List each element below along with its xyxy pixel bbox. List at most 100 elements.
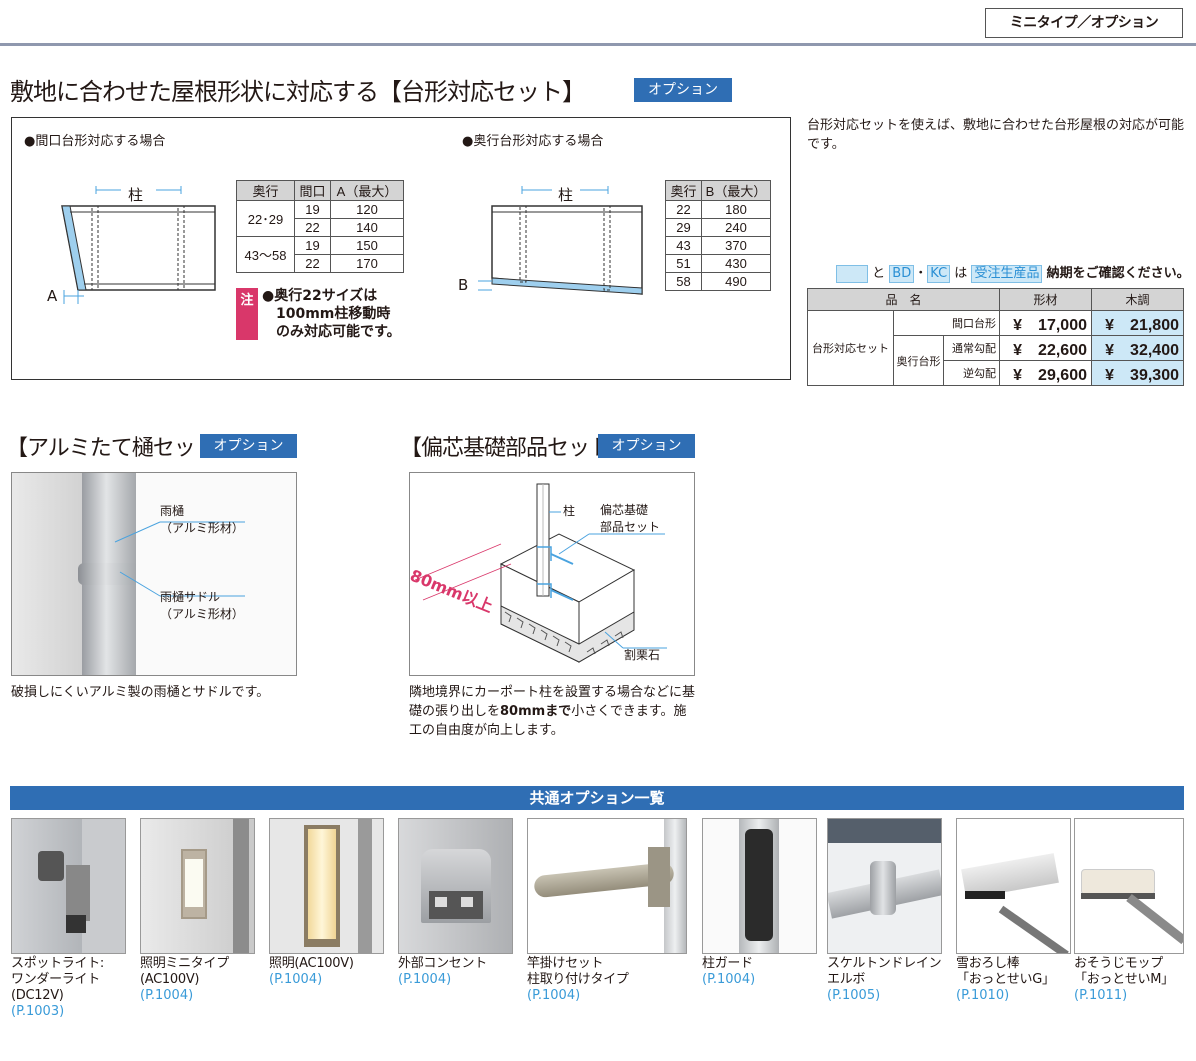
table-cell: 240 — [701, 218, 771, 237]
option-photo — [1074, 818, 1184, 954]
table-cell: 19 — [294, 236, 331, 255]
gutter-saddle-label: 雨樋サドル （アルミ形材） — [160, 590, 244, 621]
option-item: 照明(AC100V) (P.1004) — [269, 818, 384, 988]
table-cell: 51 — [665, 254, 702, 273]
gutter-leader-lines — [114, 521, 245, 597]
chip-kc: KC — [927, 265, 951, 283]
order-text: 納期をご確認ください。 — [1046, 266, 1190, 281]
table-cell: 22･29 — [236, 200, 295, 237]
option-photo — [827, 818, 942, 954]
option-photo — [398, 818, 513, 954]
option-item: 外部コンセント (P.1004) — [398, 818, 513, 988]
row-label: 逆勾配 — [943, 360, 1000, 386]
foundation-caption: 隣地境界にカーポート柱を設置する場合などに基礎の張り出しを80mmまで小さくでき… — [409, 683, 699, 740]
order-note: と BD・KC は 受注生産品 納期をご確認ください。 — [836, 262, 1190, 283]
price-wood: ¥ 39,300 — [1091, 360, 1184, 386]
option-name: 雪おろし棒 「おっとせいG」 — [956, 956, 1055, 987]
table-cell: 490 — [701, 272, 771, 291]
product-name: 台形対応セット — [807, 310, 894, 386]
option-page-ref[interactable]: (P.1005) — [827, 988, 881, 1003]
table-cell: 29 — [665, 218, 702, 237]
depth-heading: ●奥行台形対応する場合 — [462, 134, 604, 149]
option-item: スケルトンドレイン エルボ (P.1005) — [827, 818, 942, 1004]
option-page-ref[interactable]: (P.1010) — [956, 988, 1010, 1003]
table-cell: 58 — [665, 272, 702, 291]
caption-bold: 80mmまで — [500, 704, 572, 719]
price-standard: ¥ 22,600 — [999, 335, 1092, 361]
option-photo — [140, 818, 255, 954]
trapezoid-title: 敷地に合わせた屋根形状に対応する【台形対応セット】 — [10, 78, 586, 106]
table-cell: 150 — [330, 236, 404, 255]
table-cell: 22 — [294, 254, 331, 273]
option-item: スポットライト: ワンダーライト (DC12V) (P.1003) — [11, 818, 126, 1020]
trapezoid-diagram-frame — [11, 117, 791, 380]
gutter-caption: 破損しにくいアルミ製の雨樋とサドルです。 — [11, 685, 270, 700]
table-cell: 19 — [294, 200, 331, 219]
option-photo — [702, 818, 817, 954]
col-header: 間口 — [294, 180, 331, 201]
option-page-ref[interactable]: (P.1011) — [1074, 988, 1128, 1003]
depth-dim-label: B — [458, 276, 469, 294]
option-page-ref[interactable]: (P.1004) — [269, 972, 323, 987]
option-page-ref[interactable]: (P.1004) — [398, 972, 452, 987]
table-cell: 430 — [701, 254, 771, 273]
frontage-spec-table: 奥行 間口 A（最大） 22･29 19 120 22 140 43〜58 19… — [236, 180, 404, 273]
col-header: 品 名 — [807, 288, 1000, 311]
order-dot: ・ — [914, 266, 928, 281]
option-page-ref[interactable]: (P.1004) — [140, 988, 194, 1003]
foundation-diagram — [414, 483, 667, 663]
foundation-title: 【偏芯基礎部品セット】 — [400, 436, 632, 461]
depth-trapezoid-diagram — [478, 186, 643, 295]
option-name: スポットライト: ワンダーライト (DC12V) — [11, 956, 104, 1003]
option-item: 雪おろし棒 「おっとせいG」 (P.1010) — [956, 818, 1071, 1004]
option-item: おそうじモップ 「おっとせいM」 (P.1011) — [1074, 818, 1184, 1004]
option-page-ref[interactable]: (P.1004) — [527, 988, 581, 1003]
foundation-set-label: 偏芯基礎 部品セット — [600, 503, 661, 534]
row-group-label: 奥行台形 — [893, 335, 944, 386]
note-mark: 注 — [236, 288, 258, 340]
table-cell: 180 — [701, 200, 771, 219]
foundation-pillar-label: 柱 — [563, 504, 576, 518]
table-cell: 22 — [294, 218, 331, 237]
option-name: 照明ミニタイプ (AC100V) — [140, 956, 229, 987]
caption-text: 隣地境界にカーポート柱を設置する場合などに基礎の張り出しを — [409, 685, 696, 719]
option-name: おそうじモップ 「おっとせいM」 — [1074, 956, 1174, 987]
col-header: 奥行 — [665, 180, 702, 201]
option-name: スケルトンドレイン エルボ — [827, 956, 942, 987]
header-rule — [0, 43, 1196, 46]
option-name: 柱ガード — [702, 956, 753, 971]
caption-text: 小さくできます。施工の自由度が向上します。 — [409, 704, 687, 738]
frontage-dim-label: A — [47, 287, 58, 305]
table-cell: 22 — [665, 200, 702, 219]
gutter-title: 【アルミたて樋セット】 — [6, 436, 238, 461]
option-photo — [527, 818, 687, 954]
section-tag: ミニタイプ／オプション — [985, 8, 1183, 38]
gutter-photo — [11, 472, 297, 676]
option-item: 照明ミニタイプ (AC100V) (P.1004) — [140, 818, 255, 1004]
foundation-stone-label: 割栗石 — [624, 648, 661, 662]
row-label: 通常勾配 — [943, 335, 1000, 361]
price-wood: ¥ 32,400 — [1091, 335, 1184, 361]
table-cell: 120 — [330, 200, 404, 219]
table-cell: 370 — [701, 236, 771, 255]
depth-pillar-label: 柱 — [558, 186, 574, 204]
price-wood: ¥ 21,800 — [1091, 310, 1184, 336]
price-table: 品 名 形材 木調 台形対応セット 間口台形 ¥ 17,000 ¥ 21,800… — [807, 288, 1184, 386]
chip-blank — [836, 264, 868, 283]
price-standard: ¥ 17,000 — [999, 310, 1092, 336]
order-wa: は — [954, 266, 968, 281]
price-standard: ¥ 29,600 — [999, 360, 1092, 386]
order-and: と — [872, 266, 886, 281]
option-page-ref[interactable]: (P.1003) — [11, 1004, 65, 1019]
trapezoid-description: 台形対応セットを使えば、敷地に合わせた台形屋根の対応が可能です。 — [807, 118, 1185, 152]
col-header: A（最大） — [330, 180, 404, 201]
foundation-option-badge: オプション — [598, 434, 695, 458]
frontage-heading: ●間口台形対応する場合 — [24, 134, 166, 149]
table-cell: 140 — [330, 218, 404, 237]
option-name: 外部コンセント — [398, 956, 487, 971]
col-header: 木調 — [1091, 288, 1184, 311]
option-page-ref[interactable]: (P.1004) — [702, 972, 756, 987]
option-photo — [956, 818, 1071, 954]
trapezoid-option-badge: オプション — [634, 78, 732, 102]
